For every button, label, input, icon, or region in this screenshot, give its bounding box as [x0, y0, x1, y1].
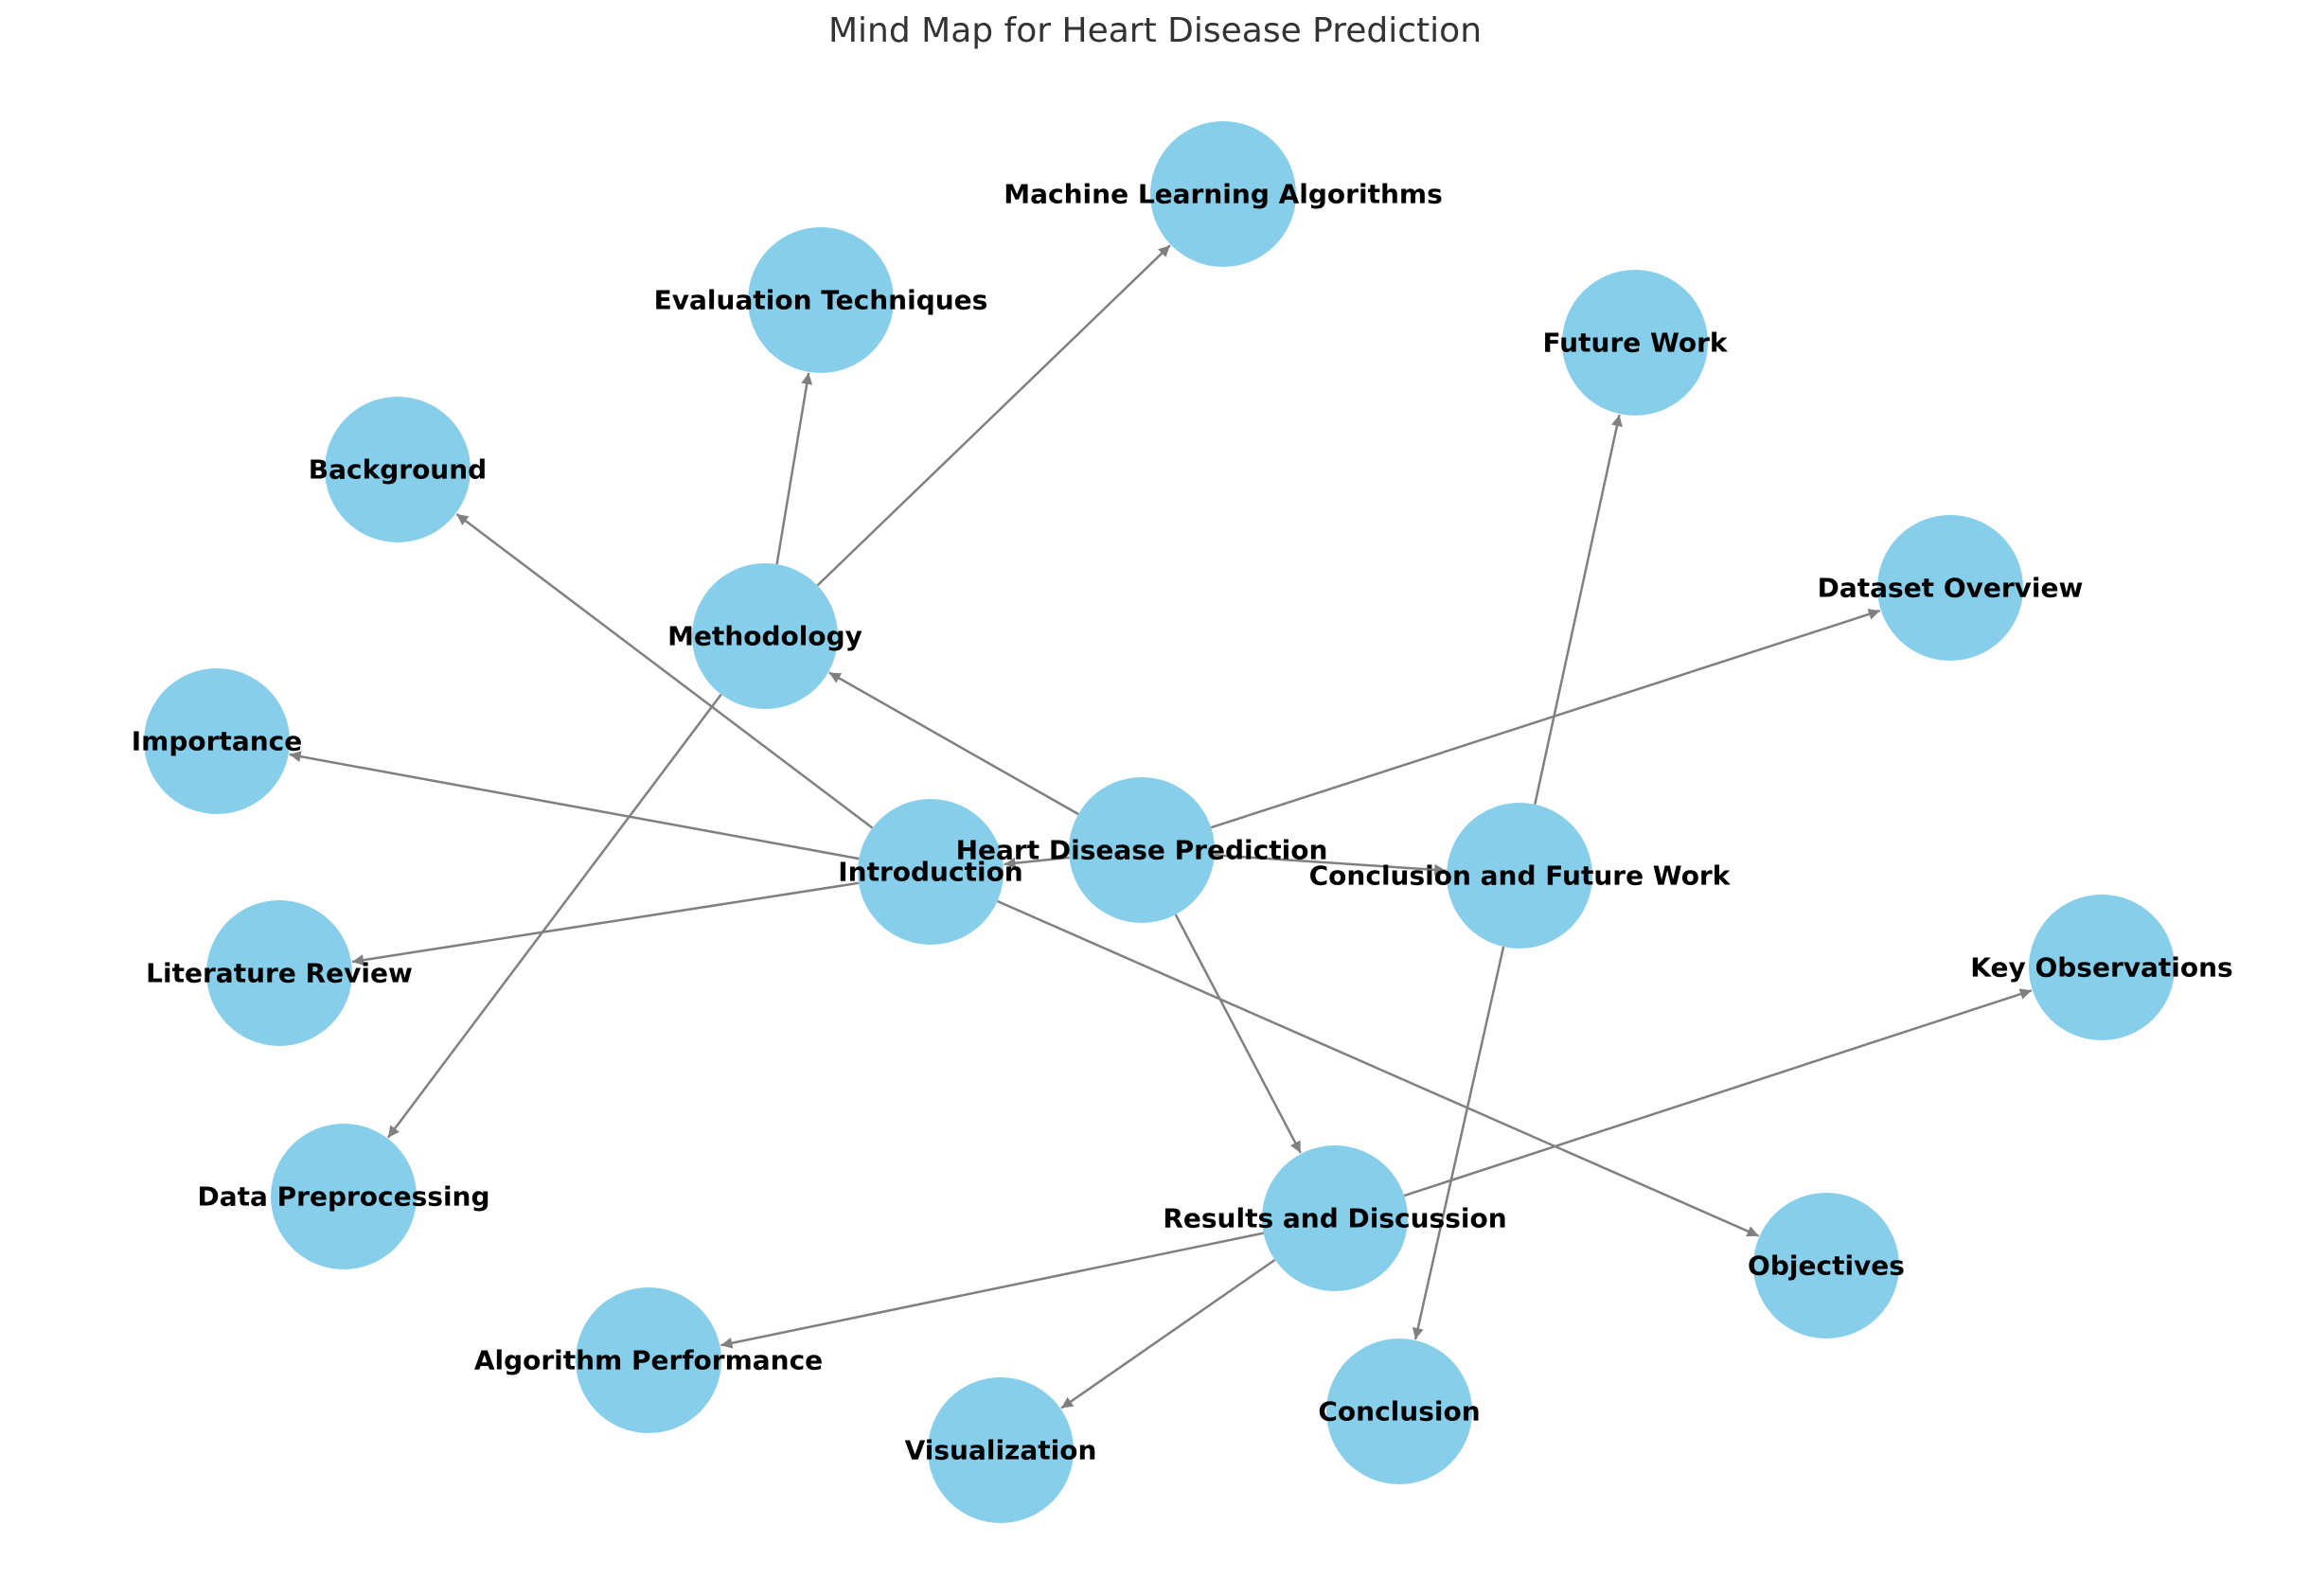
edge-root-to-method [828, 671, 1079, 816]
edge-method-to-mlalgo [816, 244, 1171, 587]
node-litreview [206, 900, 352, 1046]
node-importance [144, 668, 290, 814]
node-keyobs [2029, 895, 2175, 1040]
node-algperf [576, 1287, 721, 1433]
node-label-futurework: Future Work [1542, 328, 1728, 359]
node-mlalgo [1150, 121, 1296, 267]
edges-layer [289, 244, 2033, 1410]
edge-intro-to-importance [289, 751, 860, 860]
node-label-intro: Introduction [838, 857, 1023, 888]
node-label-concl_fw: Conclusion and Future Work [1309, 860, 1732, 892]
node-label-dataset: Dataset Overview [1818, 573, 2084, 604]
node-dataset [1877, 515, 2023, 661]
edge-intro-to-objectives [996, 899, 1760, 1237]
node-method [692, 563, 838, 709]
edge-results-to-keyobs [1403, 988, 2033, 1197]
edge-root-to-dataset [1210, 609, 1881, 829]
node-root [1069, 777, 1215, 923]
edge-root-to-concl_fw [1214, 853, 1447, 876]
node-label-preproc: Data Preprocessing [197, 1181, 489, 1213]
edge-root-to-intro [1004, 856, 1070, 869]
node-futurework [1562, 270, 1708, 416]
node-label-algperf: Algorithm Performance [474, 1345, 823, 1376]
node-label-mlalgo: Machine Learning Algorithms [1004, 179, 1442, 210]
edge-results-to-algperf [720, 1232, 1264, 1349]
edge-method-to-evaltech [775, 372, 813, 565]
node-label-background: Background [309, 454, 487, 486]
node-label-visual: Visualization [905, 1435, 1097, 1466]
edge-concl_fw-to-futurework [1534, 414, 1623, 805]
edge-results-to-visual [1060, 1258, 1276, 1410]
node-label-results: Results and Discussion [1163, 1203, 1506, 1234]
node-label-root: Heart Disease Prediction [956, 835, 1328, 866]
node-label-importance: Importance [132, 726, 302, 757]
node-evaltech [748, 227, 894, 373]
nodes-layer [144, 121, 2175, 1523]
node-label-method: Methodology [667, 621, 862, 652]
node-label-evaltech: Evaluation Techniques [654, 285, 988, 316]
node-label-litreview: Literature Review [146, 958, 413, 989]
node-label-keyobs: Key Observations [1970, 952, 2232, 984]
node-conclusion [1326, 1339, 1472, 1484]
edge-concl_fw-to-conclusion [1412, 946, 1505, 1340]
diagram-title: Mind Map for Heart Disease Prediction [827, 11, 1483, 50]
edge-intro-to-litreview [351, 881, 860, 966]
node-visual [928, 1377, 1074, 1523]
node-background [325, 397, 471, 542]
edge-intro-to-background [455, 513, 874, 829]
node-label-conclusion: Conclusion [1318, 1396, 1480, 1428]
node-intro [858, 799, 1004, 945]
node-concl_fw [1447, 803, 1592, 949]
edge-method-to-preproc [386, 693, 722, 1139]
node-label-objectives: Objectives [1748, 1250, 1905, 1282]
node-preproc [271, 1124, 417, 1269]
node-results [1262, 1145, 1408, 1291]
node-objectives [1753, 1193, 1899, 1339]
edge-root-to-results [1174, 913, 1302, 1154]
